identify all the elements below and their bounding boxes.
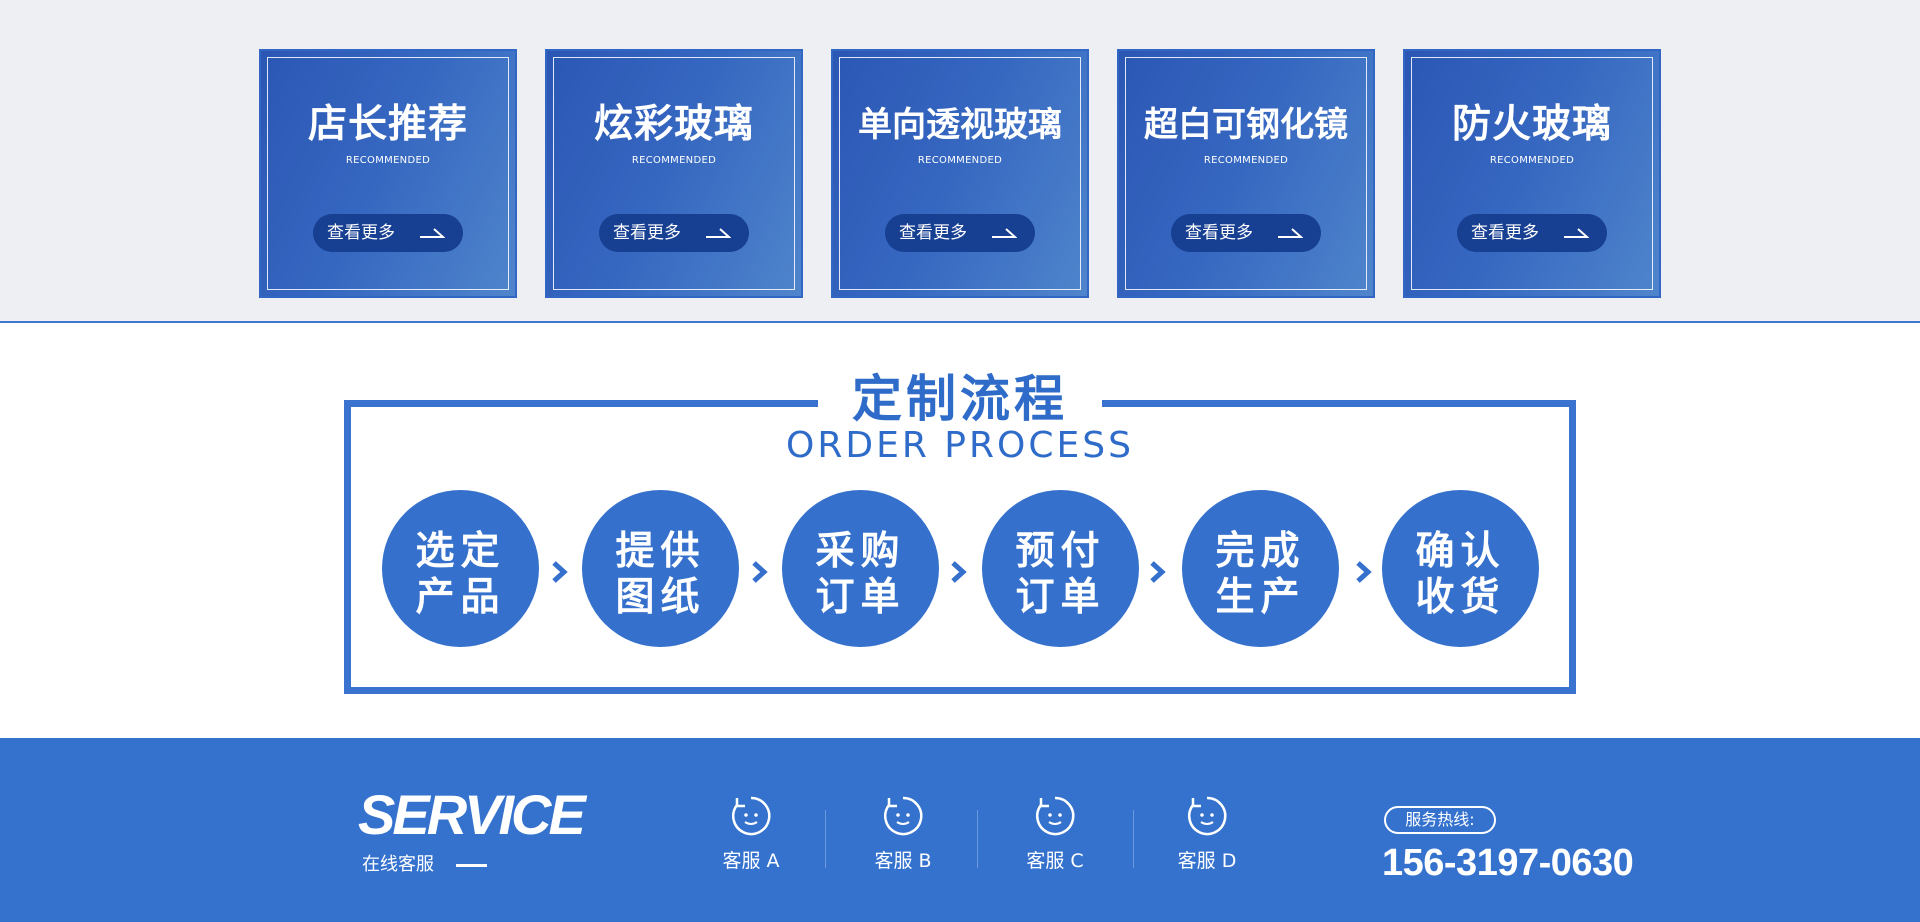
process-step-3: 采购 订单 — [782, 490, 939, 647]
category-subtitle: RECOMMENDED — [345, 155, 431, 166]
step-line-1: 采购 — [815, 529, 906, 574]
process-step-2: 提供 图纸 — [582, 490, 739, 647]
view-more-label: 查看更多 — [899, 223, 967, 243]
agent-b-link[interactable]: 客服 B — [848, 794, 958, 873]
view-more-button[interactable]: 查看更多 — [1457, 214, 1607, 252]
category-section: 店长推荐 RECOMMENDED 查看更多 炫彩玻璃 RECOMMENDED 查… — [0, 0, 1920, 323]
category-subtitle: RECOMMENDED — [1489, 155, 1575, 166]
chevron-right-icon — [1150, 561, 1166, 583]
step-line-1: 完成 — [1215, 529, 1306, 574]
step-line-2: 订单 — [1015, 575, 1106, 620]
process-subtitle: ORDER PROCESS — [786, 425, 1134, 466]
agent-a-link[interactable]: 客服 A — [696, 794, 806, 873]
step-line-2: 订单 — [815, 575, 906, 620]
view-more-button[interactable]: 查看更多 — [1171, 214, 1321, 252]
arrow-right-icon — [1278, 228, 1303, 238]
chat-icon — [732, 796, 771, 836]
step-line-1: 预付 — [1015, 529, 1106, 574]
step-line-1: 提供 — [615, 529, 706, 574]
view-more-label: 查看更多 — [613, 223, 681, 243]
card-frame — [1125, 57, 1367, 290]
process-step-6: 确认 收货 — [1382, 490, 1539, 647]
category-title: 防火玻璃 — [1451, 102, 1612, 147]
chevron-right-icon — [552, 561, 568, 583]
view-more-label: 查看更多 — [1471, 223, 1539, 243]
agent-c-link[interactable]: 客服 C — [1000, 794, 1110, 873]
step-line-2: 生产 — [1215, 575, 1306, 620]
process-step-5: 完成 生产 — [1182, 490, 1339, 647]
category-card-2[interactable]: 单向透视玻璃 RECOMMENDED 查看更多 — [831, 49, 1089, 298]
view-more-label: 查看更多 — [1185, 223, 1253, 243]
step-line-2: 产品 — [415, 575, 506, 620]
chat-icon — [884, 796, 923, 836]
category-card-0[interactable]: 店长推荐 RECOMMENDED 查看更多 — [259, 49, 517, 298]
service-footer: SERVICE 在线客服 客服 A 客服 B 客服 C 客服 D 服务热线: 1… — [0, 738, 1920, 922]
divider — [825, 810, 826, 868]
step-line-1: 确认 — [1415, 529, 1506, 574]
agent-label: 客服 C — [1026, 850, 1084, 872]
category-title: 炫彩玻璃 — [593, 102, 754, 147]
divider — [1133, 810, 1134, 868]
step-line-2: 图纸 — [615, 575, 706, 620]
service-logo: SERVICE — [358, 783, 586, 846]
agent-label: 客服 B — [874, 850, 932, 872]
agent-d-link[interactable]: 客服 D — [1152, 794, 1262, 873]
divider — [977, 810, 978, 868]
arrow-right-icon — [992, 228, 1017, 238]
category-card-4[interactable]: 防火玻璃 RECOMMENDED 查看更多 — [1403, 49, 1661, 298]
category-title: 超白可钢化镜 — [1144, 105, 1348, 145]
category-title: 店长推荐 — [307, 102, 468, 147]
category-title: 单向透视玻璃 — [858, 105, 1062, 145]
category-subtitle: RECOMMENDED — [1203, 155, 1289, 166]
service-subtitle: 在线客服 — [362, 854, 434, 875]
hotline-label: 服务热线: — [1384, 806, 1496, 834]
card-frame — [839, 57, 1081, 290]
card-frame — [267, 57, 509, 290]
process-step-4: 预付 订单 — [982, 490, 1139, 647]
chat-icon — [1036, 796, 1075, 836]
arrow-right-icon — [706, 228, 731, 238]
chevron-right-icon — [1356, 561, 1372, 583]
process-step-1: 选定 产品 — [382, 490, 539, 647]
process-title: 定制流程 — [852, 370, 1068, 428]
view-more-button[interactable]: 查看更多 — [313, 214, 463, 252]
arrow-right-icon — [1564, 228, 1589, 238]
chevron-right-icon — [752, 561, 768, 583]
category-card-3[interactable]: 超白可钢化镜 RECOMMENDED 查看更多 — [1117, 49, 1375, 298]
view-more-button[interactable]: 查看更多 — [885, 214, 1035, 252]
card-frame — [553, 57, 795, 290]
chat-icon — [1188, 796, 1227, 836]
category-subtitle: RECOMMENDED — [631, 155, 717, 166]
step-line-2: 收货 — [1415, 575, 1506, 620]
agent-label: 客服 D — [1177, 850, 1237, 872]
process-frame-gap — [818, 396, 1102, 410]
hotline-number[interactable]: 156-3197-0630 — [1382, 842, 1634, 884]
view-more-label: 查看更多 — [327, 223, 395, 243]
chevron-right-icon — [951, 561, 967, 583]
agent-label: 客服 A — [722, 850, 780, 872]
category-card-1[interactable]: 炫彩玻璃 RECOMMENDED 查看更多 — [545, 49, 803, 298]
card-frame — [1411, 57, 1653, 290]
service-dash — [456, 864, 487, 867]
category-subtitle: RECOMMENDED — [917, 155, 1003, 166]
step-line-1: 选定 — [415, 529, 506, 574]
view-more-button[interactable]: 查看更多 — [599, 214, 749, 252]
arrow-right-icon — [420, 228, 445, 238]
